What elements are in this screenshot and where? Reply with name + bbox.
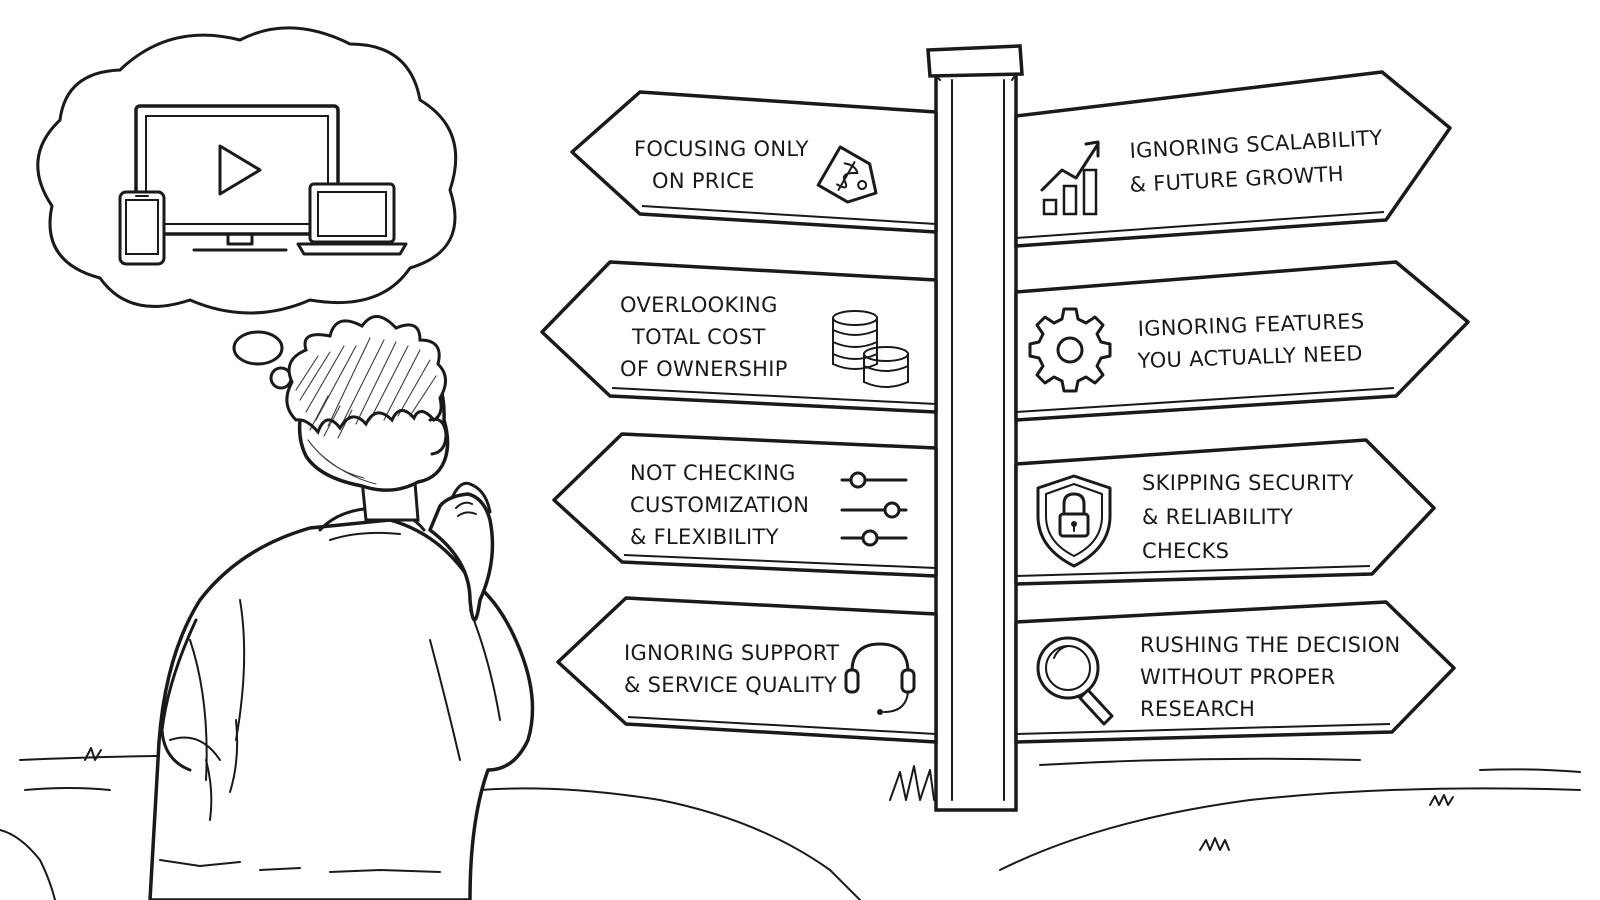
sign-research-line-3: RESEARCH bbox=[1140, 697, 1255, 721]
signpost-post bbox=[926, 44, 1024, 812]
sign-research-line-1: RUSHING THE DECISION bbox=[1140, 633, 1401, 657]
thought-bubble bbox=[36, 26, 458, 390]
phone-icon bbox=[118, 190, 166, 266]
sign-customization-line-2: CUSTOMIZATION bbox=[630, 493, 809, 517]
sign-scalability: IGNORING SCALABILITY & FUTURE GROWTH bbox=[1014, 70, 1452, 248]
sign-customization-line-1: NOT CHECKING bbox=[630, 461, 796, 485]
sign-security-line-2: & RELIABILITY bbox=[1142, 505, 1293, 529]
sign-tco-line-1: OVERLOOKING bbox=[620, 293, 778, 317]
signs-left: FOCUSING ONLY ON PRICE OVERLOOKING TOTAL… bbox=[540, 90, 938, 744]
sliders-icon bbox=[840, 471, 908, 547]
monitor-play-icon bbox=[134, 104, 340, 252]
growth-chart-icon bbox=[1040, 140, 1100, 216]
sign-price: FOCUSING ONLY ON PRICE bbox=[570, 90, 938, 234]
sign-security: SKIPPING SECURITY & RELIABILITY CHECKS bbox=[1014, 438, 1436, 586]
sign-support-line-1: IGNORING SUPPORT bbox=[624, 641, 839, 665]
shield-lock-icon bbox=[1036, 474, 1112, 568]
coins-icon bbox=[832, 310, 909, 388]
sign-tco-line-3: OF OWNERSHIP bbox=[620, 357, 788, 381]
signs-right: IGNORING SCALABILITY & FUTURE GROWTH IGN… bbox=[1014, 70, 1470, 744]
sign-research: RUSHING THE DECISION WITHOUT PROPER RESE… bbox=[1014, 600, 1456, 744]
magnifier-icon bbox=[1036, 636, 1114, 726]
sign-features: IGNORING FEATURES YOU ACTUALLY NEED bbox=[1014, 260, 1470, 422]
sign-tco: OVERLOOKING TOTAL COST OF OWNERSHIP bbox=[540, 260, 938, 414]
sign-customization-line-3: & FLEXIBILITY bbox=[630, 525, 779, 549]
sign-support: IGNORING SUPPORT & SERVICE QUALITY bbox=[556, 596, 938, 744]
thought-dot-large bbox=[232, 330, 284, 366]
gear-icon bbox=[1028, 307, 1112, 393]
sign-support-line-2: & SERVICE QUALITY bbox=[624, 673, 837, 697]
sign-security-line-1: SKIPPING SECURITY bbox=[1142, 471, 1354, 495]
thinking-person bbox=[148, 315, 535, 900]
laptop-icon bbox=[296, 182, 408, 256]
sign-price-line-2: ON PRICE bbox=[652, 169, 755, 193]
price-tag-icon bbox=[816, 145, 878, 204]
sign-customization: NOT CHECKING CUSTOMIZATION & FLEXIBILITY bbox=[552, 432, 938, 578]
sign-price-line-1: FOCUSING ONLY bbox=[634, 137, 809, 161]
sign-tco-line-2: TOTAL COST bbox=[631, 325, 766, 349]
headset-icon bbox=[844, 642, 916, 715]
ground bbox=[0, 747, 1581, 900]
sign-security-line-3: CHECKS bbox=[1142, 539, 1229, 563]
sign-research-line-2: WITHOUT PROPER bbox=[1140, 665, 1336, 689]
